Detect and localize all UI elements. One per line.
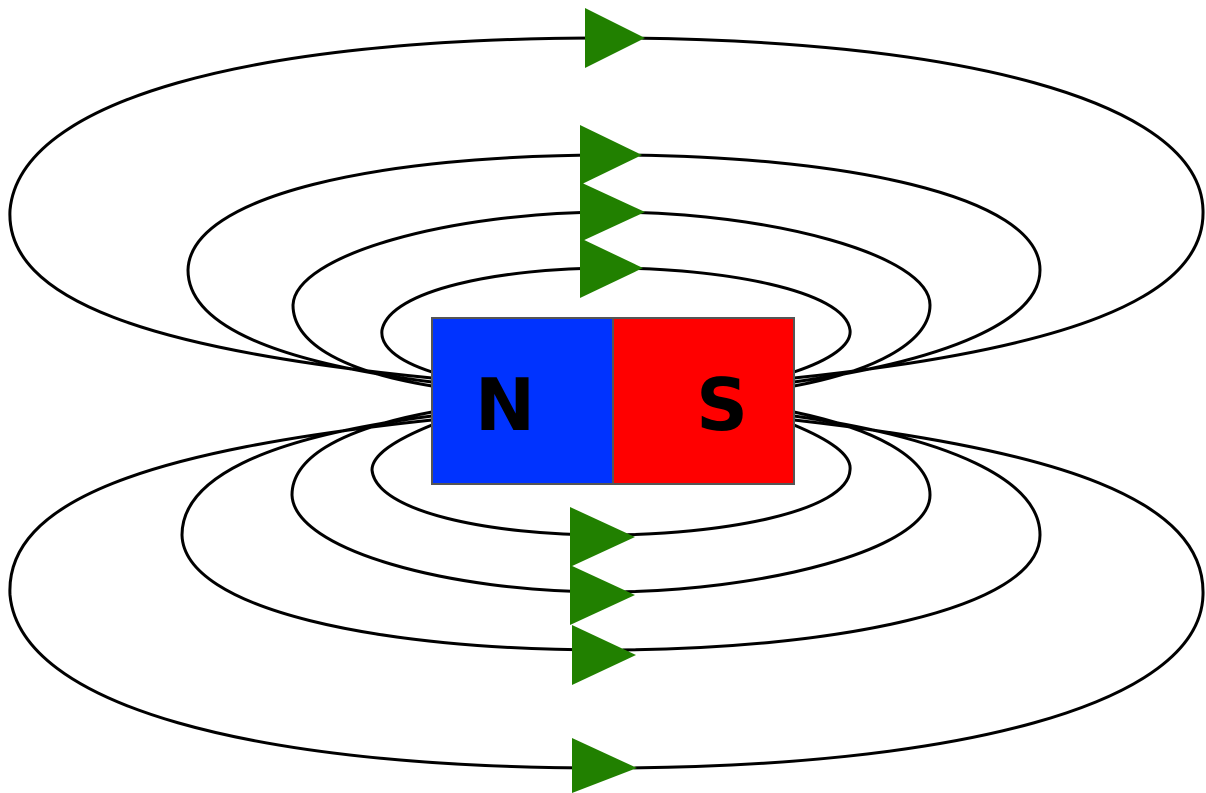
arrow-lower-2-icon	[570, 565, 635, 625]
north-pole-label: N	[475, 363, 535, 447]
arrow-lower-1-icon	[570, 507, 635, 567]
arrow-lower-4-icon	[572, 738, 637, 793]
arrow-upper-3-icon	[580, 182, 645, 242]
arrow-lower-3-icon	[572, 625, 636, 685]
south-pole-label: S	[696, 363, 748, 447]
arrow-upper-2-icon	[580, 125, 642, 185]
arrow-upper-4-icon	[580, 238, 643, 298]
arrow-upper-1-icon	[585, 8, 645, 68]
